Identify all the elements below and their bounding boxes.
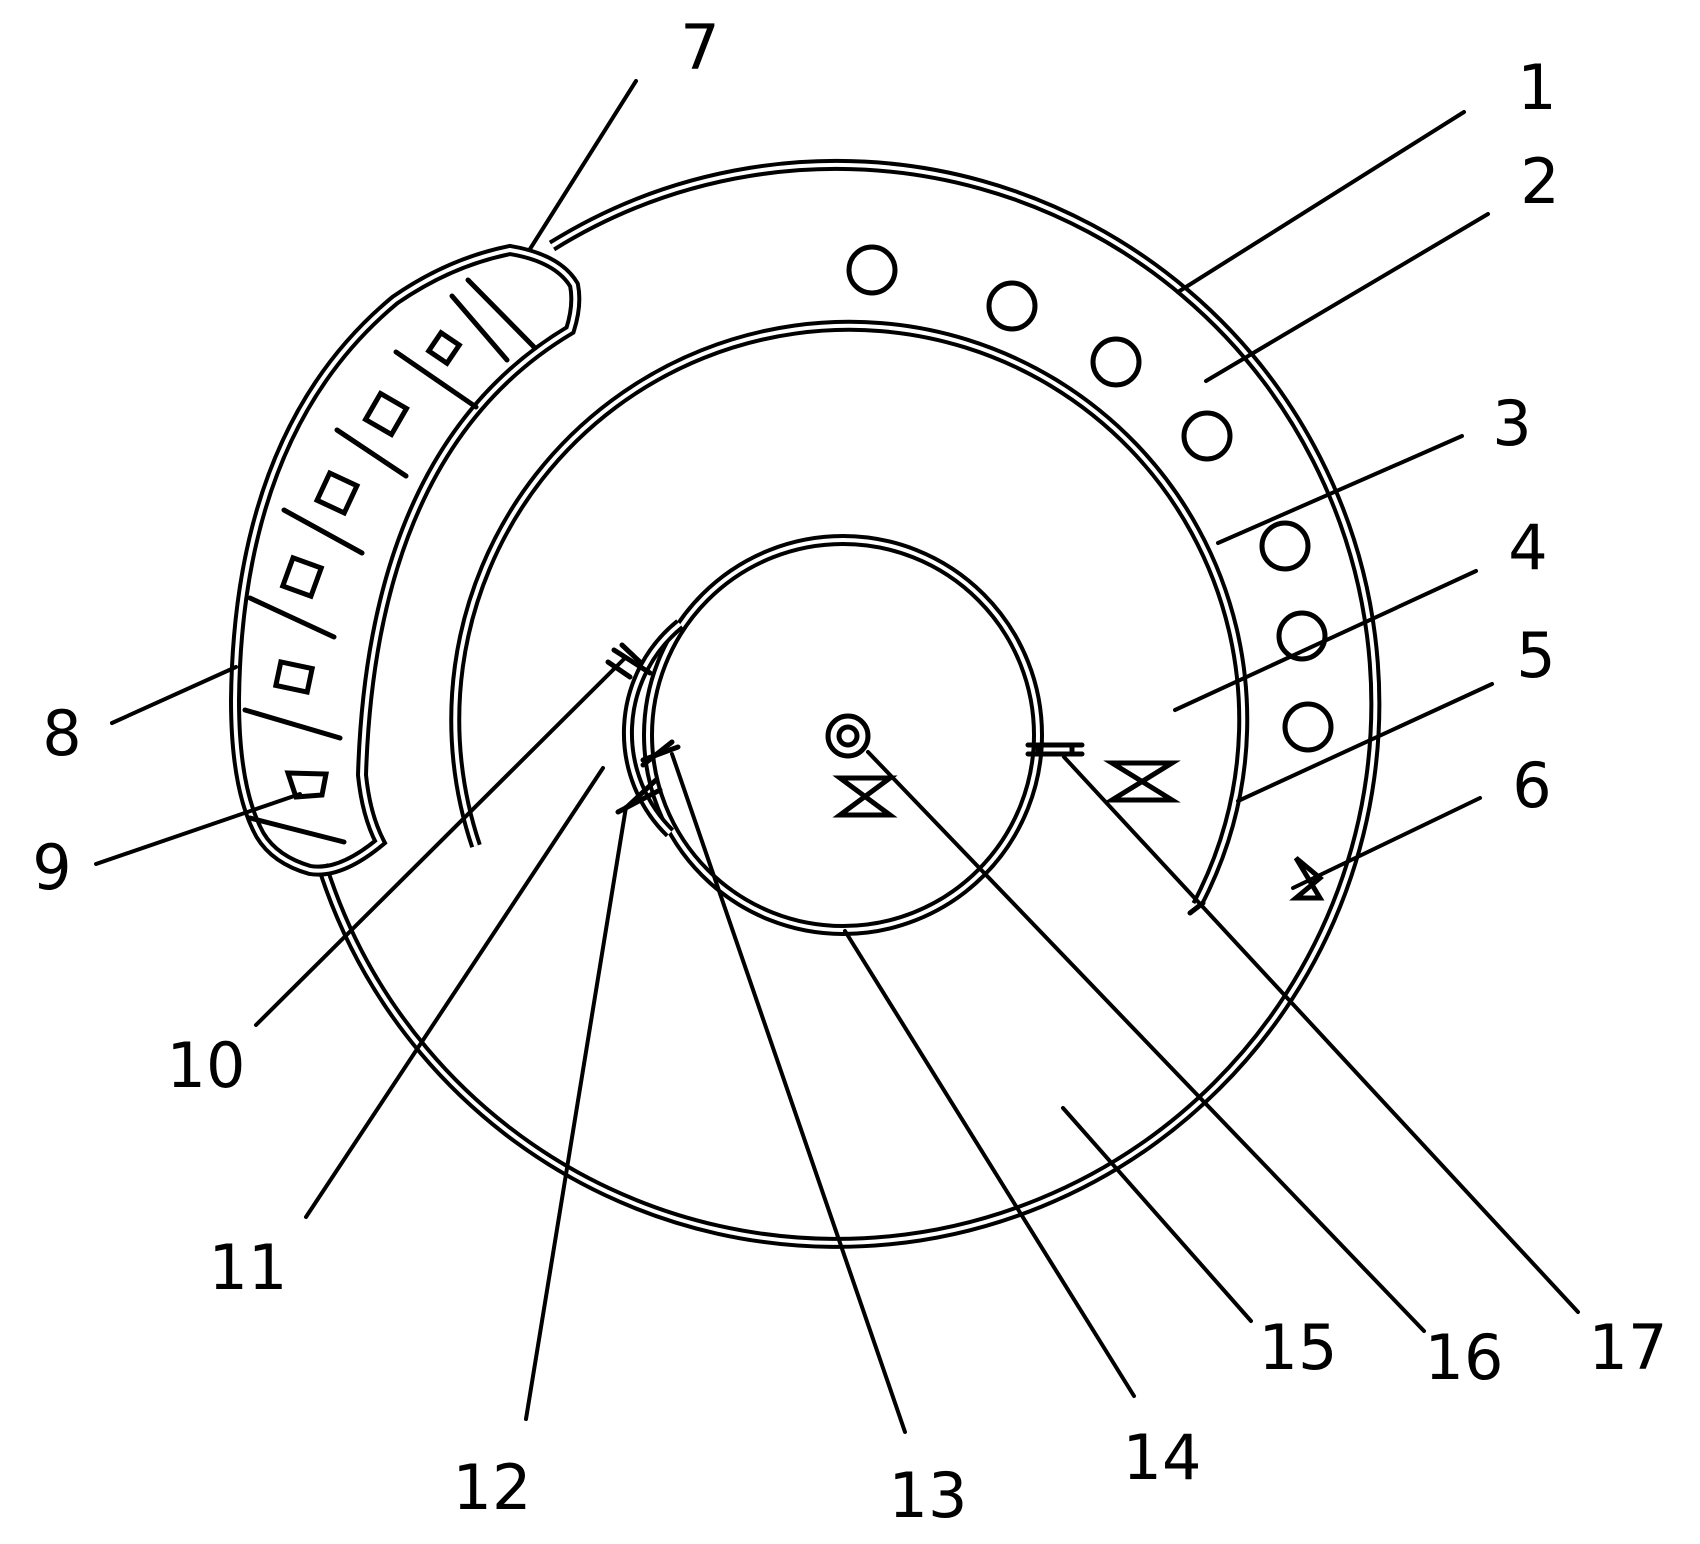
leader-13 xyxy=(670,752,907,1434)
valve-symbols xyxy=(832,760,1325,901)
side-arc xyxy=(621,619,684,838)
label-8: 8 xyxy=(42,697,81,770)
leader-15 xyxy=(1061,1106,1253,1323)
inner-chamber xyxy=(642,534,1044,936)
leader-16 xyxy=(866,750,1426,1333)
label-16: 16 xyxy=(1425,1321,1504,1394)
label-14: 14 xyxy=(1123,1421,1202,1494)
leader-6 xyxy=(1291,796,1482,890)
leader-11 xyxy=(304,766,605,1219)
label-2: 2 xyxy=(1520,145,1559,218)
label-13: 13 xyxy=(889,1459,968,1532)
label-15: 15 xyxy=(1259,1311,1338,1384)
leader-2 xyxy=(1204,212,1490,383)
label-6: 6 xyxy=(1512,749,1551,822)
label-11: 11 xyxy=(209,1231,288,1304)
label-3: 3 xyxy=(1492,387,1531,460)
outer-casing xyxy=(316,158,1382,1249)
curved-strip xyxy=(228,243,582,877)
label-1: 1 xyxy=(1517,51,1556,124)
label-5: 5 xyxy=(1516,619,1555,692)
label-17: 17 xyxy=(1589,1311,1668,1384)
leader-7 xyxy=(528,79,638,251)
label-4: 4 xyxy=(1508,511,1547,584)
leader-3 xyxy=(1216,434,1464,545)
label-12: 12 xyxy=(453,1451,532,1524)
label-7: 7 xyxy=(680,11,719,84)
leader-lines xyxy=(94,79,1580,1434)
connectors xyxy=(605,642,1085,815)
label-10: 10 xyxy=(167,1029,246,1102)
central-shaft xyxy=(825,713,871,759)
leader-14 xyxy=(843,929,1136,1398)
holes xyxy=(846,244,1334,753)
leader-8 xyxy=(110,665,238,725)
leader-17 xyxy=(1062,755,1580,1314)
leader-1 xyxy=(1176,110,1466,294)
leader-4 xyxy=(1173,569,1478,712)
label-9: 9 xyxy=(32,831,71,904)
leader-12 xyxy=(524,805,628,1421)
leader-5 xyxy=(1236,682,1494,803)
leader-10 xyxy=(254,657,626,1027)
labels: 1 2 3 4 5 6 7 8 9 10 11 12 13 14 15 16 1… xyxy=(32,11,1667,1532)
leader-9 xyxy=(94,792,302,866)
